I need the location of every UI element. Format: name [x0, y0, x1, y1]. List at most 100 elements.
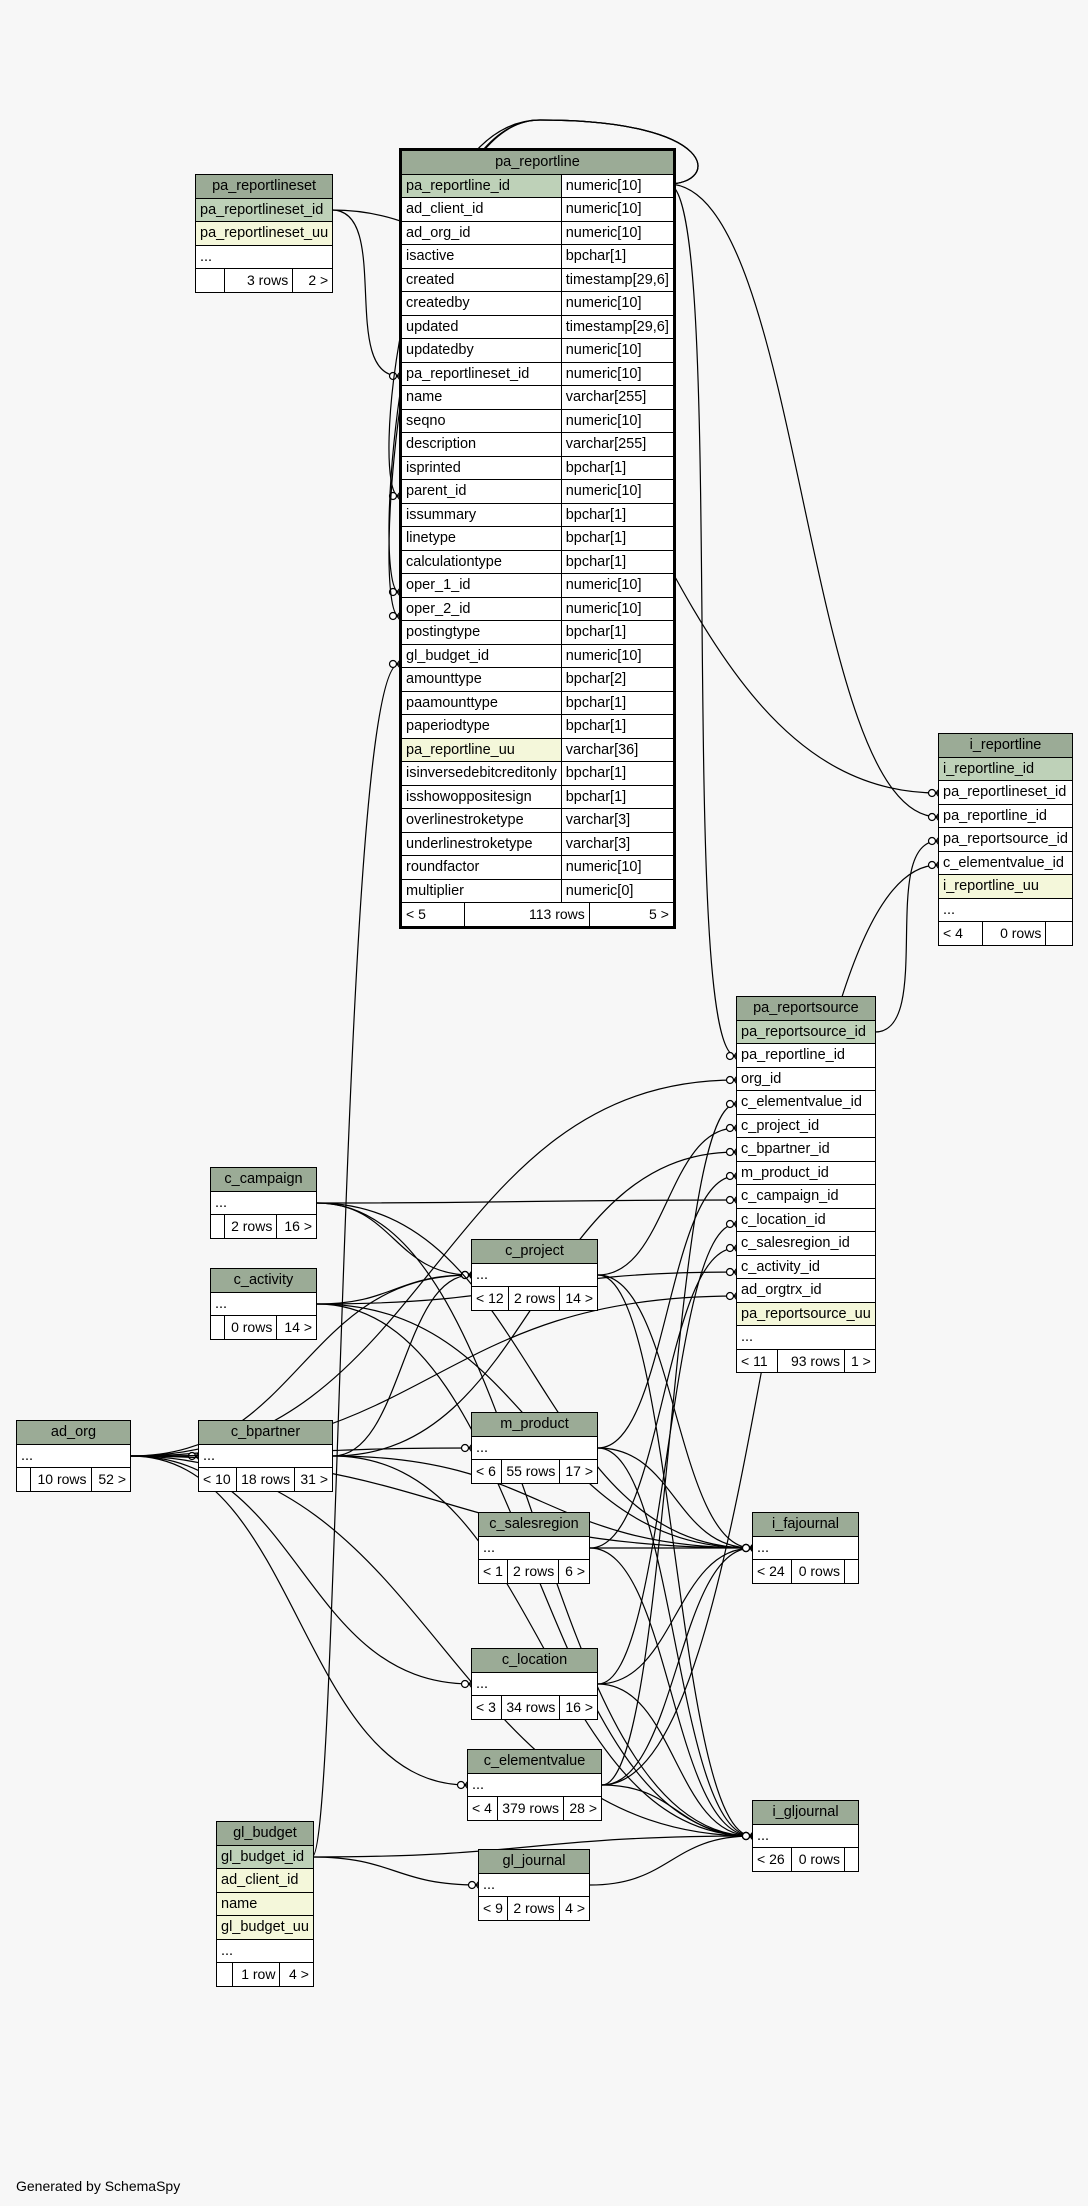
row-count[interactable]: 18 rows	[235, 1467, 296, 1492]
row-count[interactable]: 55 rows	[500, 1459, 561, 1484]
column-name: ...	[16, 1443, 131, 1468]
parents-count[interactable]: < 4	[937, 921, 984, 946]
table-title[interactable]: i_reportline	[938, 733, 1073, 758]
column-type: numeric[10]	[560, 573, 675, 598]
children-count[interactable]: 28 >	[563, 1796, 602, 1821]
row-count[interactable]: 34 rows	[500, 1695, 561, 1720]
children-count[interactable]: 31 >	[294, 1467, 333, 1492]
row-count[interactable]: 2 rows	[508, 1286, 561, 1311]
table-title[interactable]: c_campaign	[210, 1167, 317, 1192]
table-title[interactable]: pa_reportline	[400, 149, 675, 175]
children-count[interactable]: 16 >	[276, 1214, 317, 1239]
row-count[interactable]: 0 rows	[982, 921, 1047, 946]
table-title[interactable]: i_gljournal	[752, 1800, 859, 1825]
table-title[interactable]: c_elementvalue	[467, 1749, 602, 1774]
table-title[interactable]: gl_budget	[216, 1821, 314, 1846]
parents-count[interactable]	[16, 1467, 31, 1492]
table-title[interactable]: pa_reportsource	[736, 996, 876, 1021]
children-count[interactable]: 6 >	[558, 1559, 590, 1584]
children-count[interactable]: 4 >	[558, 1896, 591, 1921]
children-count[interactable]: 52 >	[90, 1467, 132, 1492]
row-count[interactable]: 0 rows	[223, 1315, 278, 1340]
row-count[interactable]: 2 rows	[507, 1559, 560, 1584]
children-count[interactable]: 4 >	[279, 1962, 314, 1987]
parents-count[interactable]	[216, 1962, 233, 1987]
column-row: ...	[471, 1671, 598, 1696]
parents-count[interactable]: < 9	[477, 1896, 509, 1921]
table-title[interactable]: ad_org	[16, 1420, 131, 1445]
row-count[interactable]: 93 rows	[776, 1348, 845, 1373]
parents-count[interactable]: < 3	[471, 1695, 502, 1720]
parents-count[interactable]: < 26	[751, 1847, 793, 1872]
table-title[interactable]: c_salesregion	[478, 1512, 590, 1537]
parents-count[interactable]	[194, 268, 226, 293]
table-title[interactable]: m_product	[471, 1412, 598, 1437]
parents-count[interactable]: < 4	[467, 1796, 498, 1821]
parents-count[interactable]	[210, 1315, 225, 1340]
column-type: numeric[10]	[560, 408, 675, 433]
parents-count[interactable]: < 10	[198, 1467, 237, 1492]
column-row: c_campaign_id	[736, 1184, 876, 1209]
parents-count[interactable]: < 12	[470, 1286, 510, 1311]
table-title[interactable]: c_location	[471, 1648, 598, 1673]
children-count[interactable]	[1045, 921, 1073, 946]
edge-reportline-reportsource-marker	[725, 1051, 735, 1061]
row-count[interactable]: 379 rows	[496, 1796, 565, 1821]
row-count[interactable]: 0 rows	[791, 1559, 845, 1584]
row-count[interactable]: 2 rows	[507, 1896, 560, 1921]
table-title[interactable]: c_activity	[210, 1268, 317, 1293]
column-name: ...	[478, 1872, 590, 1897]
column-name: overlinestroketype	[400, 808, 562, 833]
children-count[interactable]	[843, 1847, 860, 1872]
children-count[interactable]: 17 >	[559, 1459, 598, 1484]
column-row: ...	[471, 1435, 598, 1460]
children-count[interactable]: 14 >	[559, 1286, 598, 1311]
parents-count[interactable]: < 6	[471, 1459, 502, 1484]
row-count[interactable]: 3 rows	[224, 268, 294, 293]
table-title[interactable]: pa_reportlineset	[194, 174, 334, 199]
column-type: bpchar[1]	[560, 620, 675, 645]
row-count[interactable]: 0 rows	[791, 1847, 845, 1872]
row-count[interactable]: 2 rows	[223, 1214, 278, 1239]
row-count[interactable]: 113 rows	[463, 903, 590, 926]
parents-count[interactable]: < 11	[736, 1348, 778, 1373]
parents-count[interactable]: < 1	[477, 1559, 509, 1584]
parents-count[interactable]	[210, 1214, 225, 1239]
parents-count[interactable]: < 24	[751, 1559, 793, 1584]
children-count[interactable]: 16 >	[559, 1695, 598, 1720]
table-title[interactable]: i_fajournal	[752, 1512, 859, 1537]
table-title[interactable]: c_project	[471, 1239, 598, 1264]
children-count[interactable]	[843, 1559, 860, 1584]
table-title[interactable]: c_bpartner	[198, 1420, 333, 1445]
row-count[interactable]: 10 rows	[29, 1467, 92, 1492]
table-title[interactable]: gl_journal	[478, 1849, 590, 1874]
children-count[interactable]: 14 >	[276, 1315, 317, 1340]
children-count[interactable]: 1 >	[843, 1348, 876, 1373]
row-count[interactable]: 1 row	[231, 1962, 281, 1987]
parents-count[interactable]: < 5	[402, 903, 465, 926]
children-count[interactable]: 5 >	[589, 903, 673, 926]
children-count[interactable]: 2 >	[292, 268, 334, 293]
